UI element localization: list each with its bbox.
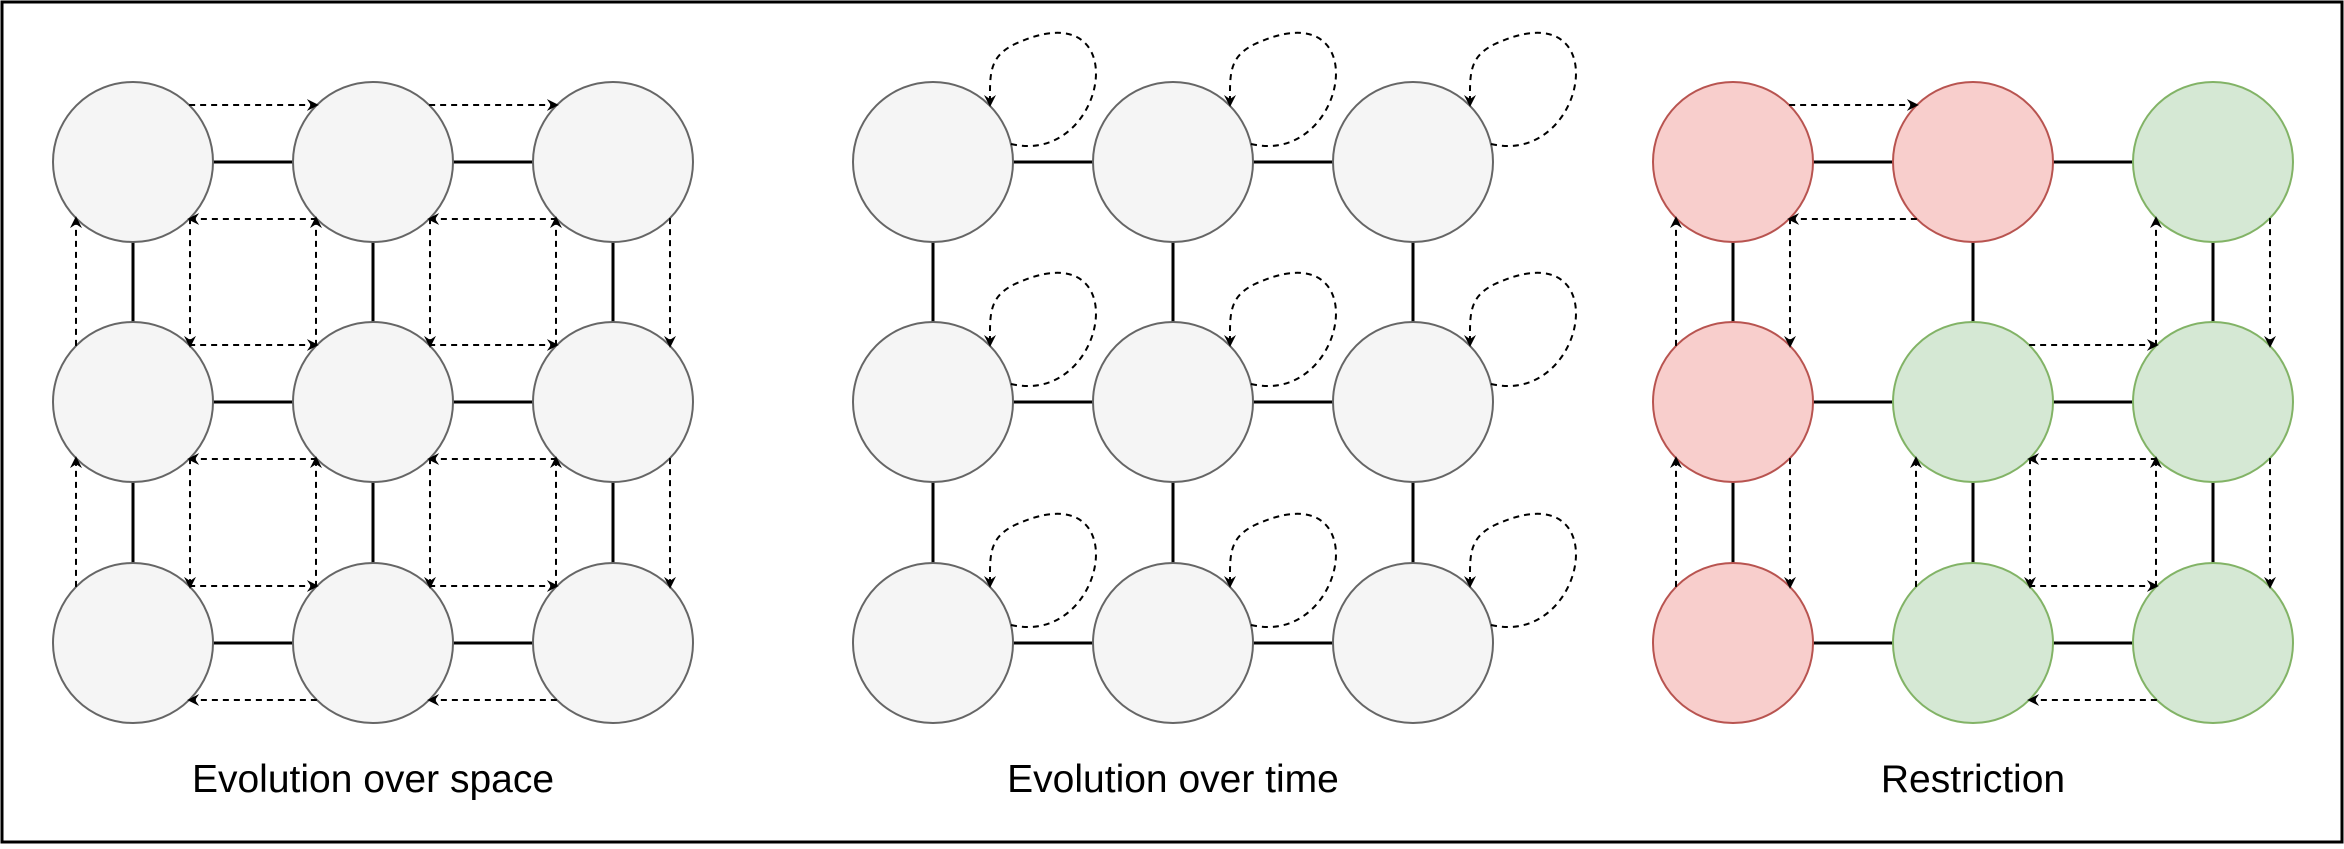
node-circle: [52, 321, 214, 483]
node-circle: [292, 81, 454, 243]
node-circle: [852, 81, 1014, 243]
self-loop-arrow: [983, 512, 1097, 628]
node-circle: [532, 562, 694, 724]
node-circle: [1332, 321, 1494, 483]
self-loop-arrow: [1223, 512, 1337, 628]
node-circle: [532, 321, 694, 483]
node-circle: [52, 562, 214, 724]
node-circle: [52, 81, 214, 243]
caption-space: Evolution over space: [191, 758, 555, 801]
self-loop-arrow: [1463, 512, 1577, 628]
node-circle: [852, 562, 1014, 724]
caption-time: Evolution over time: [1007, 758, 1339, 801]
arrow-layer: [70, 31, 2276, 706]
node-circle: [1332, 562, 1494, 724]
node-circle: [1092, 562, 1254, 724]
node-circle: [1092, 81, 1254, 243]
self-loop-arrow: [1223, 31, 1337, 147]
self-loop-arrow: [983, 271, 1097, 387]
self-loop-arrow: [983, 31, 1097, 147]
caption-restriction: Restriction: [1880, 758, 2066, 801]
node-circle: [1892, 562, 2054, 724]
node-circle: [1092, 321, 1254, 483]
node-circle: [532, 81, 694, 243]
node-circle: [1332, 81, 1494, 243]
node-circle: [1892, 321, 2054, 483]
node-circle: [852, 321, 1014, 483]
self-loop-arrow: [1463, 271, 1577, 387]
node-circle: [292, 321, 454, 483]
self-loop-arrow: [1463, 31, 1577, 147]
edge-layer: [131, 160, 2215, 645]
node-circle: [1892, 81, 2054, 243]
node-circle: [292, 562, 454, 724]
node-circle: [1652, 321, 1814, 483]
node-circle: [2132, 321, 2294, 483]
node-circle: [1652, 562, 1814, 724]
node-circle: [2132, 562, 2294, 724]
self-loop-arrow: [1223, 271, 1337, 387]
node-circle: [1652, 81, 1814, 243]
node-layer: [52, 81, 2294, 724]
node-circle: [2132, 81, 2294, 243]
